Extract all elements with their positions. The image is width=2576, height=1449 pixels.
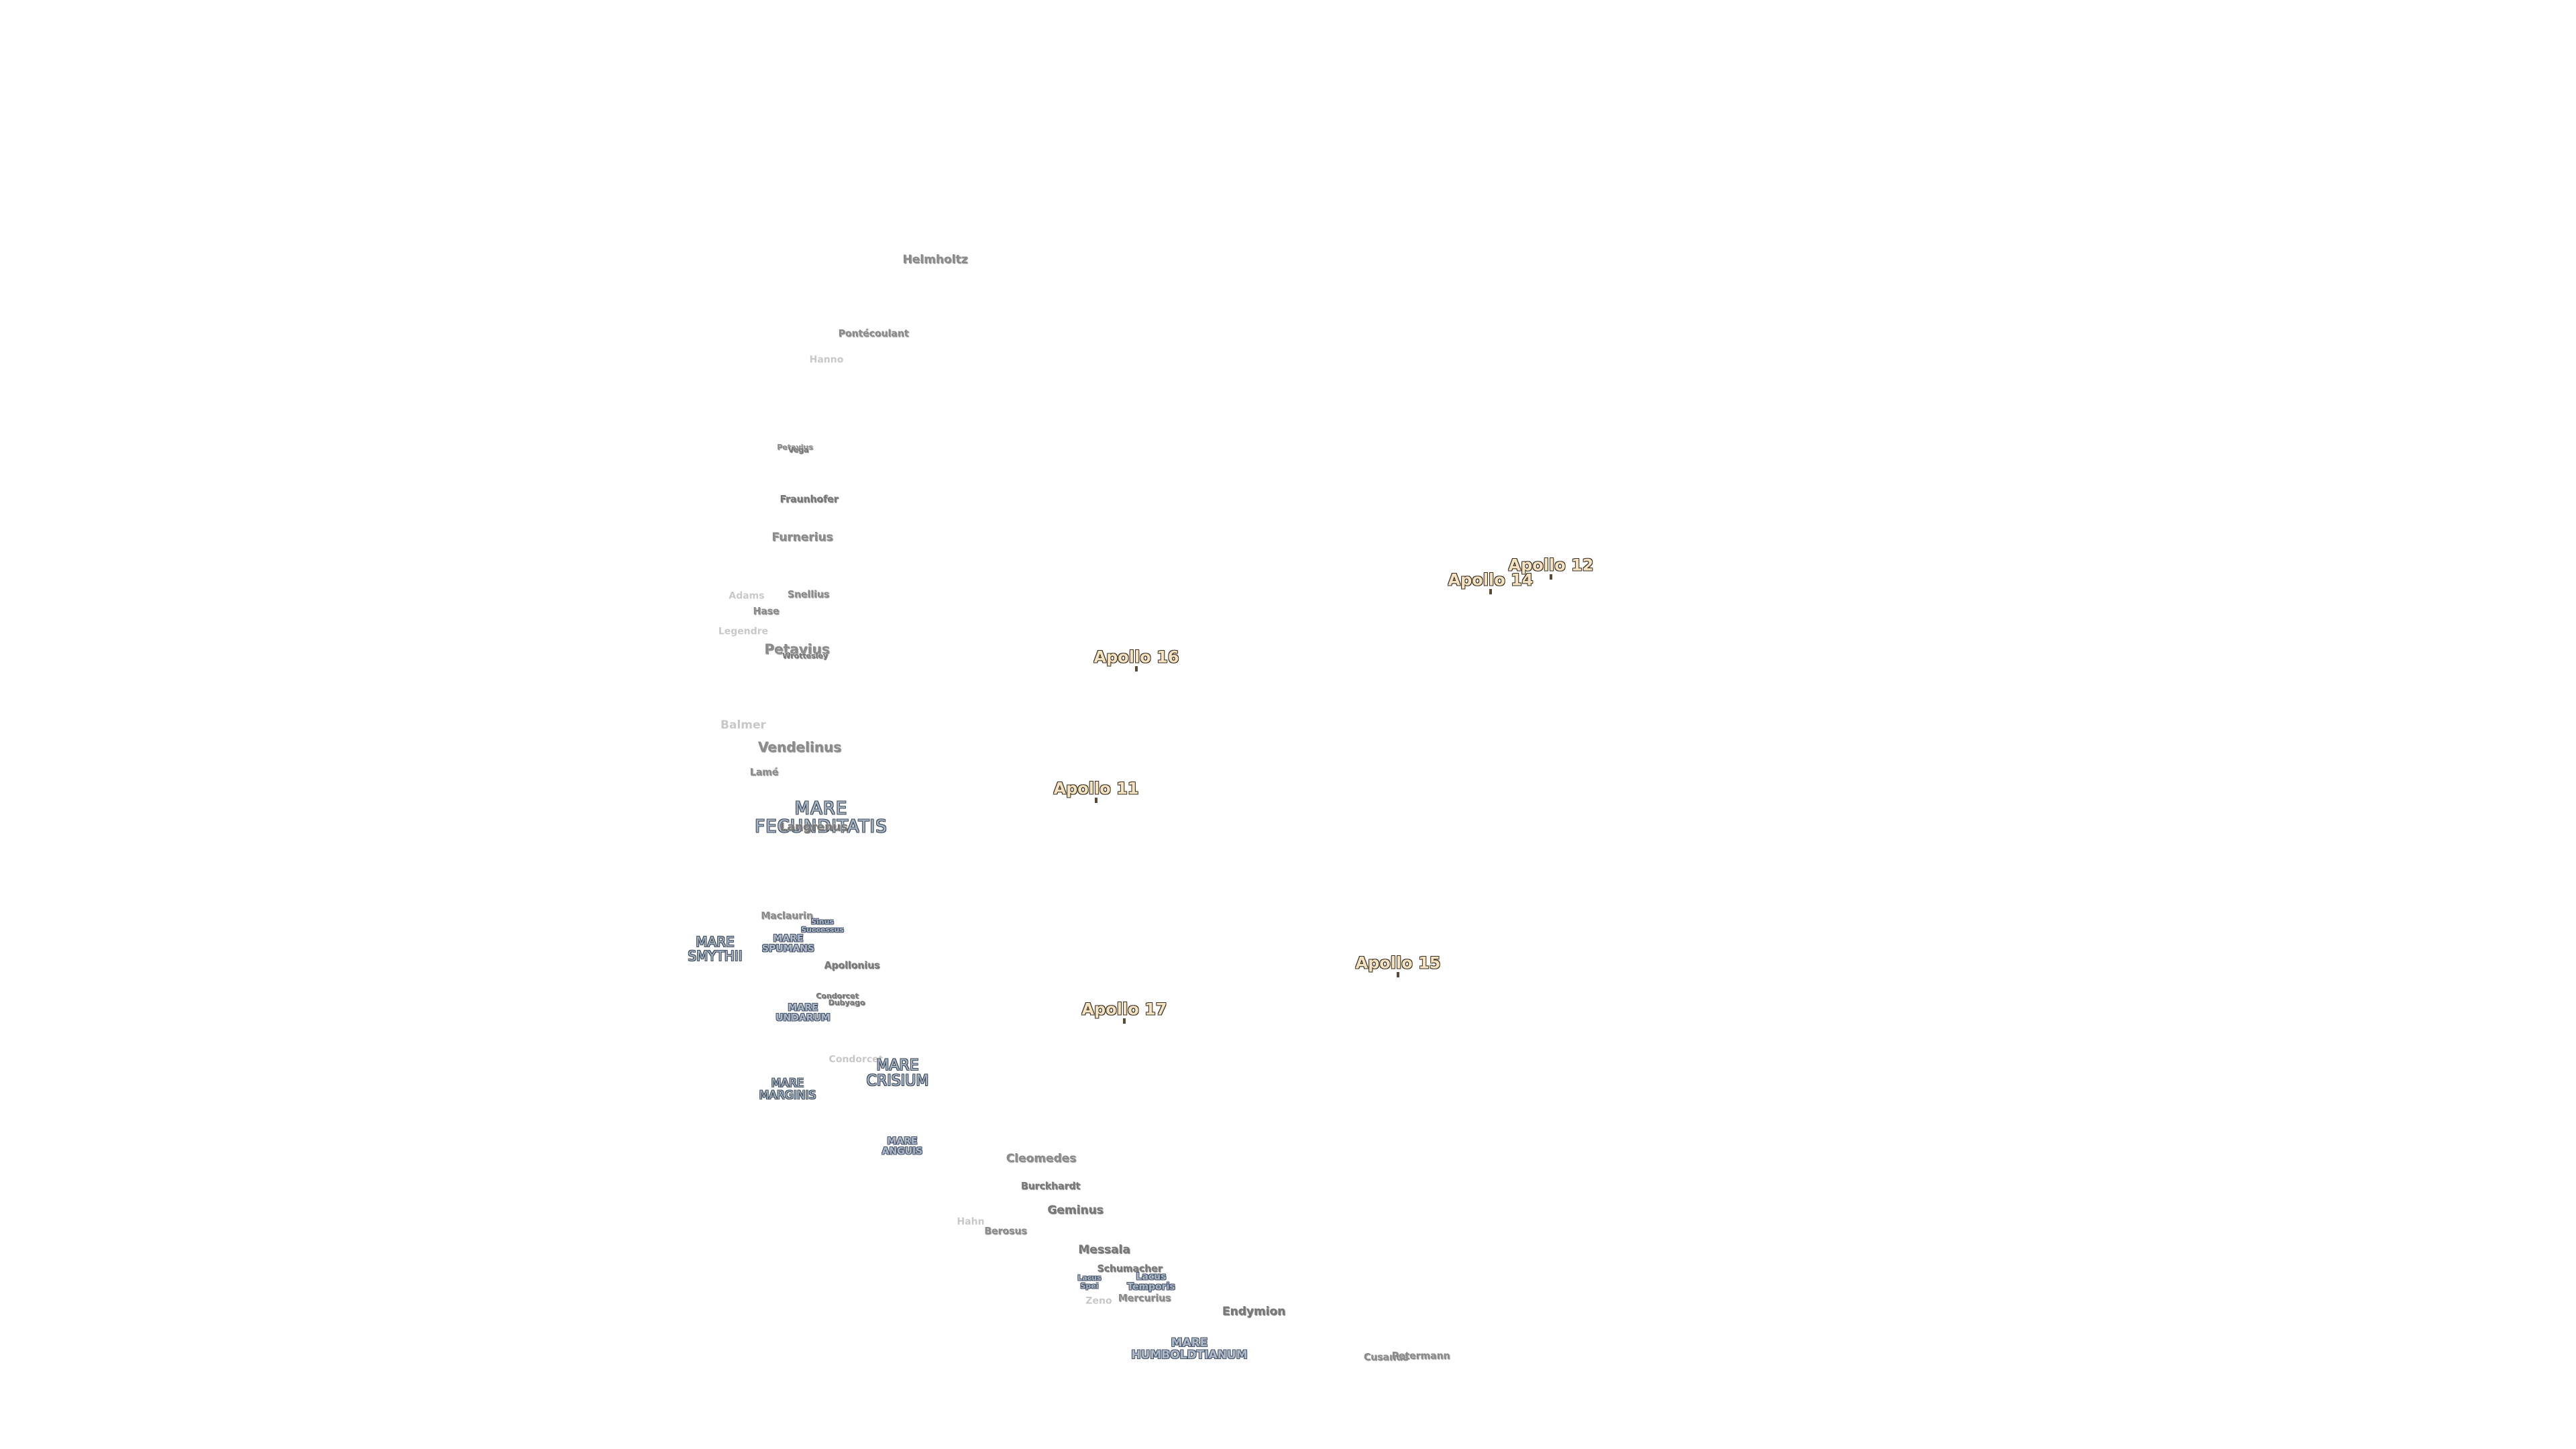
lacus-label-temporis-line2: Temporis [1127, 1281, 1175, 1292]
mare-label-crisium-line1: MARE [876, 1057, 919, 1074]
mare-label-marginis-line2: MARGINIS [759, 1089, 816, 1102]
crater-label-adams[interactable]: Adams [729, 590, 765, 602]
crater-label-burckhardt[interactable]: Burckhardt [1020, 1181, 1081, 1192]
mare-label-marginis-line1: MARE [771, 1077, 804, 1091]
mare-label-anguis-line2: ANGUIS [881, 1146, 923, 1157]
crater-label-vendelinus[interactable]: Vendelinus [757, 739, 842, 755]
crater-label-zeno[interactable]: Zeno [1085, 1295, 1112, 1307]
lacus-label-temporis[interactable]: Lacus Temporis [1127, 1272, 1175, 1291]
crater-label-condorcet[interactable]: Condorcet [828, 1054, 883, 1065]
mare-label-fecunditatis-line2: FECUNDITATIS [755, 817, 888, 837]
mare-label-fecunditatis-line1: MARE [794, 798, 848, 819]
crater-label-geminus[interactable]: Geminus [1047, 1203, 1104, 1218]
crater-label-hahn[interactable]: Hahn [957, 1216, 985, 1228]
crater-label-wrottesley[interactable]: Wrottesley [782, 651, 828, 661]
mare-label-spumans-line2: SPUMANS [761, 943, 815, 954]
crater-label-petavius[interactable]: Petavius [764, 641, 830, 657]
crater-label-petermann[interactable]: Petermann [1391, 1350, 1450, 1362]
mare-label-crisium-line2: CRISIUM [866, 1073, 929, 1089]
apollo-17-marker-icon[interactable] [1123, 1018, 1126, 1024]
crater-label-apollonius[interactable]: Apollonius [824, 960, 880, 971]
lacus-label-spei[interactable]: Lacus Spei [1077, 1274, 1101, 1289]
apollo-11-marker-icon[interactable] [1095, 798, 1097, 803]
mare-label-anguis-line1: MARE [887, 1136, 918, 1147]
crater-label-balmer[interactable]: Balmer [720, 718, 766, 733]
crater-label-condorcet-a[interactable]: Condorcet [816, 991, 859, 1001]
mare-label-marginis[interactable]: MARE MARGINIS [759, 1077, 816, 1102]
crater-label-helmholtz[interactable]: Helmholtz [902, 253, 968, 267]
sinus-label-successus-line1: Sinus [811, 917, 834, 926]
lacus-label-spei-line2: Spei [1080, 1281, 1099, 1290]
mare-label-fecunditatis[interactable]: MARE FECUNDITATIS [755, 800, 887, 837]
sinus-label-successus[interactable]: Sinus Successus [801, 918, 844, 933]
crater-label-pontecoulant[interactable]: Pontécoulant [838, 328, 909, 339]
crater-label-messala[interactable]: Messala [1078, 1243, 1130, 1257]
crater-label-schumacher[interactable]: Schumacher [1097, 1263, 1163, 1275]
sinus-label-successus-line2: Successus [801, 925, 844, 934]
crater-label-hase[interactable]: Hase [753, 606, 780, 617]
apollo-label-16[interactable]: Apollo 16 [1093, 647, 1179, 667]
mare-label-anguis[interactable]: MARE ANGUIS [882, 1136, 923, 1156]
crater-label-mercurius[interactable]: Mercurius [1118, 1293, 1171, 1304]
apollo-label-15[interactable]: Apollo 15 [1355, 953, 1441, 973]
crater-label-cleomedes[interactable]: Cleomedes [1006, 1152, 1077, 1166]
crater-label-petavius-upper[interactable]: Petavius [777, 443, 813, 452]
crater-label-langrenus[interactable]: Langrenus [780, 820, 848, 835]
mare-label-spumans[interactable]: MARE SPUMANS [762, 934, 814, 953]
mare-label-undarum[interactable]: MARE UNDARUM [775, 1003, 830, 1022]
crater-label-berosus[interactable]: Berosus [984, 1226, 1027, 1237]
lacus-label-temporis-line1: Lacus [1136, 1271, 1167, 1283]
apollo-14-marker-icon[interactable] [1489, 589, 1492, 594]
crater-label-dubyago[interactable]: Dubyago [828, 998, 865, 1008]
crater-label-endymion[interactable]: Endymion [1222, 1305, 1286, 1319]
apollo-16-marker-icon[interactable] [1135, 666, 1138, 672]
apollo-label-12[interactable]: Apollo 12 [1508, 555, 1594, 575]
crater-label-fraunhofer[interactable]: Fraunhofer [780, 494, 839, 505]
mare-label-humboldtianum-line2: HUMBOLDTIANUM [1131, 1348, 1248, 1362]
mare-label-humboldtianum-line1: MARE [1171, 1336, 1208, 1350]
apollo-label-14[interactable]: Apollo 14 [1448, 570, 1534, 590]
mare-label-smythii-line1: MARE [696, 934, 735, 950]
apollo-12-marker-icon[interactable] [1550, 574, 1552, 580]
mare-label-spumans-line1: MARE [773, 933, 804, 945]
crater-label-cusanus[interactable]: Cusanus [1363, 1352, 1409, 1363]
mare-label-humboldtianum[interactable]: MARE HUMBOLDTIANUM [1131, 1336, 1248, 1362]
crater-label-snellius[interactable]: Snellius [787, 589, 830, 600]
crater-label-vega[interactable]: Vega [788, 445, 809, 455]
lacus-label-spei-line1: Lacus [1077, 1273, 1102, 1283]
crater-label-legendre[interactable]: Legendre [718, 626, 769, 637]
crater-label-hanno[interactable]: Hanno [809, 354, 844, 366]
crater-label-furnerius[interactable]: Furnerius [771, 531, 833, 545]
mare-label-smythii-line2: SMYTHII [688, 948, 743, 964]
crater-label-maclaurin[interactable]: Maclaurin [761, 910, 813, 922]
mare-label-undarum-line2: UNDARUM [775, 1012, 830, 1023]
mare-label-crisium[interactable]: MARE CRISIUM [867, 1058, 929, 1089]
crater-label-lame[interactable]: Lamé [749, 767, 779, 778]
apollo-label-17[interactable]: Apollo 17 [1081, 1000, 1167, 1019]
mare-label-undarum-line1: MARE [788, 1002, 818, 1014]
mare-label-smythii[interactable]: MARE SMYTHII [688, 935, 742, 963]
apollo-15-marker-icon[interactable] [1397, 972, 1399, 977]
apollo-label-11[interactable]: Apollo 11 [1053, 779, 1139, 798]
